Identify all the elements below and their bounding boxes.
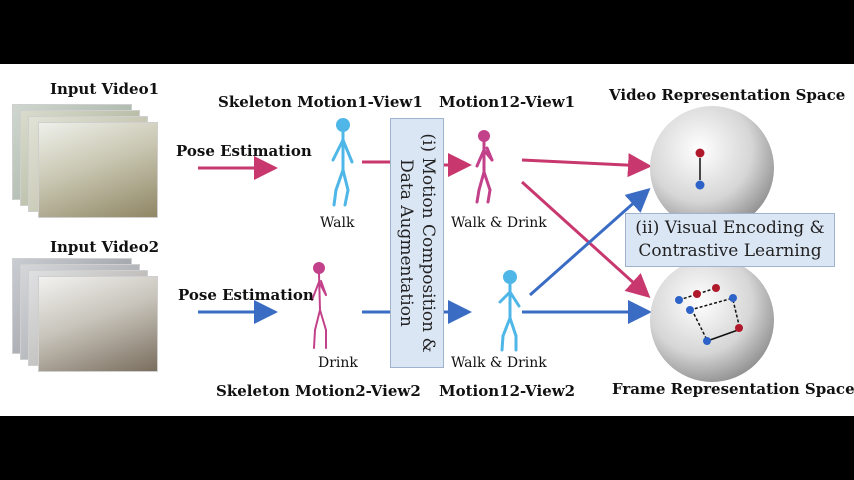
arrow-view2-to-video-space bbox=[529, 188, 651, 297]
motion12-view2-title: Motion12-View2 bbox=[439, 382, 576, 400]
skeleton-motion1-action: Walk bbox=[320, 215, 355, 231]
arrow-view1-to-frame-space bbox=[520, 180, 651, 299]
skeleton-drink-figure bbox=[311, 262, 327, 349]
motion12-view1-action: Walk & Drink bbox=[451, 215, 547, 231]
skeleton-walk-figure bbox=[331, 118, 354, 207]
pose-estimation-label-1: Pose Estimation bbox=[176, 142, 312, 160]
motion-composition-box bbox=[390, 118, 444, 368]
composed-skeleton-view1 bbox=[475, 130, 494, 204]
input-video2-label: Input Video2 bbox=[50, 238, 160, 256]
video-space-label: Video Representation Space bbox=[609, 86, 846, 104]
motion12-view2-action: Walk & Drink bbox=[451, 355, 547, 371]
frame-representation-sphere bbox=[650, 258, 774, 382]
encoding-line2: Contrastive Learning bbox=[638, 241, 822, 261]
arrow-view1-to-video-space bbox=[521, 153, 652, 178]
encoding-line1: (ii) Visual Encoding & bbox=[635, 218, 825, 238]
input-video1-label: Input Video1 bbox=[50, 80, 160, 98]
frame-space-label: Frame Representation Space bbox=[612, 380, 854, 398]
skeleton-motion2-title: Skeleton Motion2-View2 bbox=[216, 382, 421, 400]
input-video2-frames bbox=[12, 258, 162, 378]
motion12-view1-title: Motion12-View1 bbox=[439, 93, 576, 111]
input-video1-frames bbox=[12, 104, 162, 224]
video-representation-sphere bbox=[650, 106, 774, 230]
skeleton-motion1-title: Skeleton Motion1-View1 bbox=[218, 93, 423, 111]
pose-estimation-label-2: Pose Estimation bbox=[178, 286, 314, 304]
skeleton-motion2-action: Drink bbox=[318, 355, 358, 371]
composed-skeleton-view2 bbox=[498, 270, 521, 352]
visual-encoding-box: (ii) Visual Encoding & Contrastive Learn… bbox=[625, 213, 835, 267]
